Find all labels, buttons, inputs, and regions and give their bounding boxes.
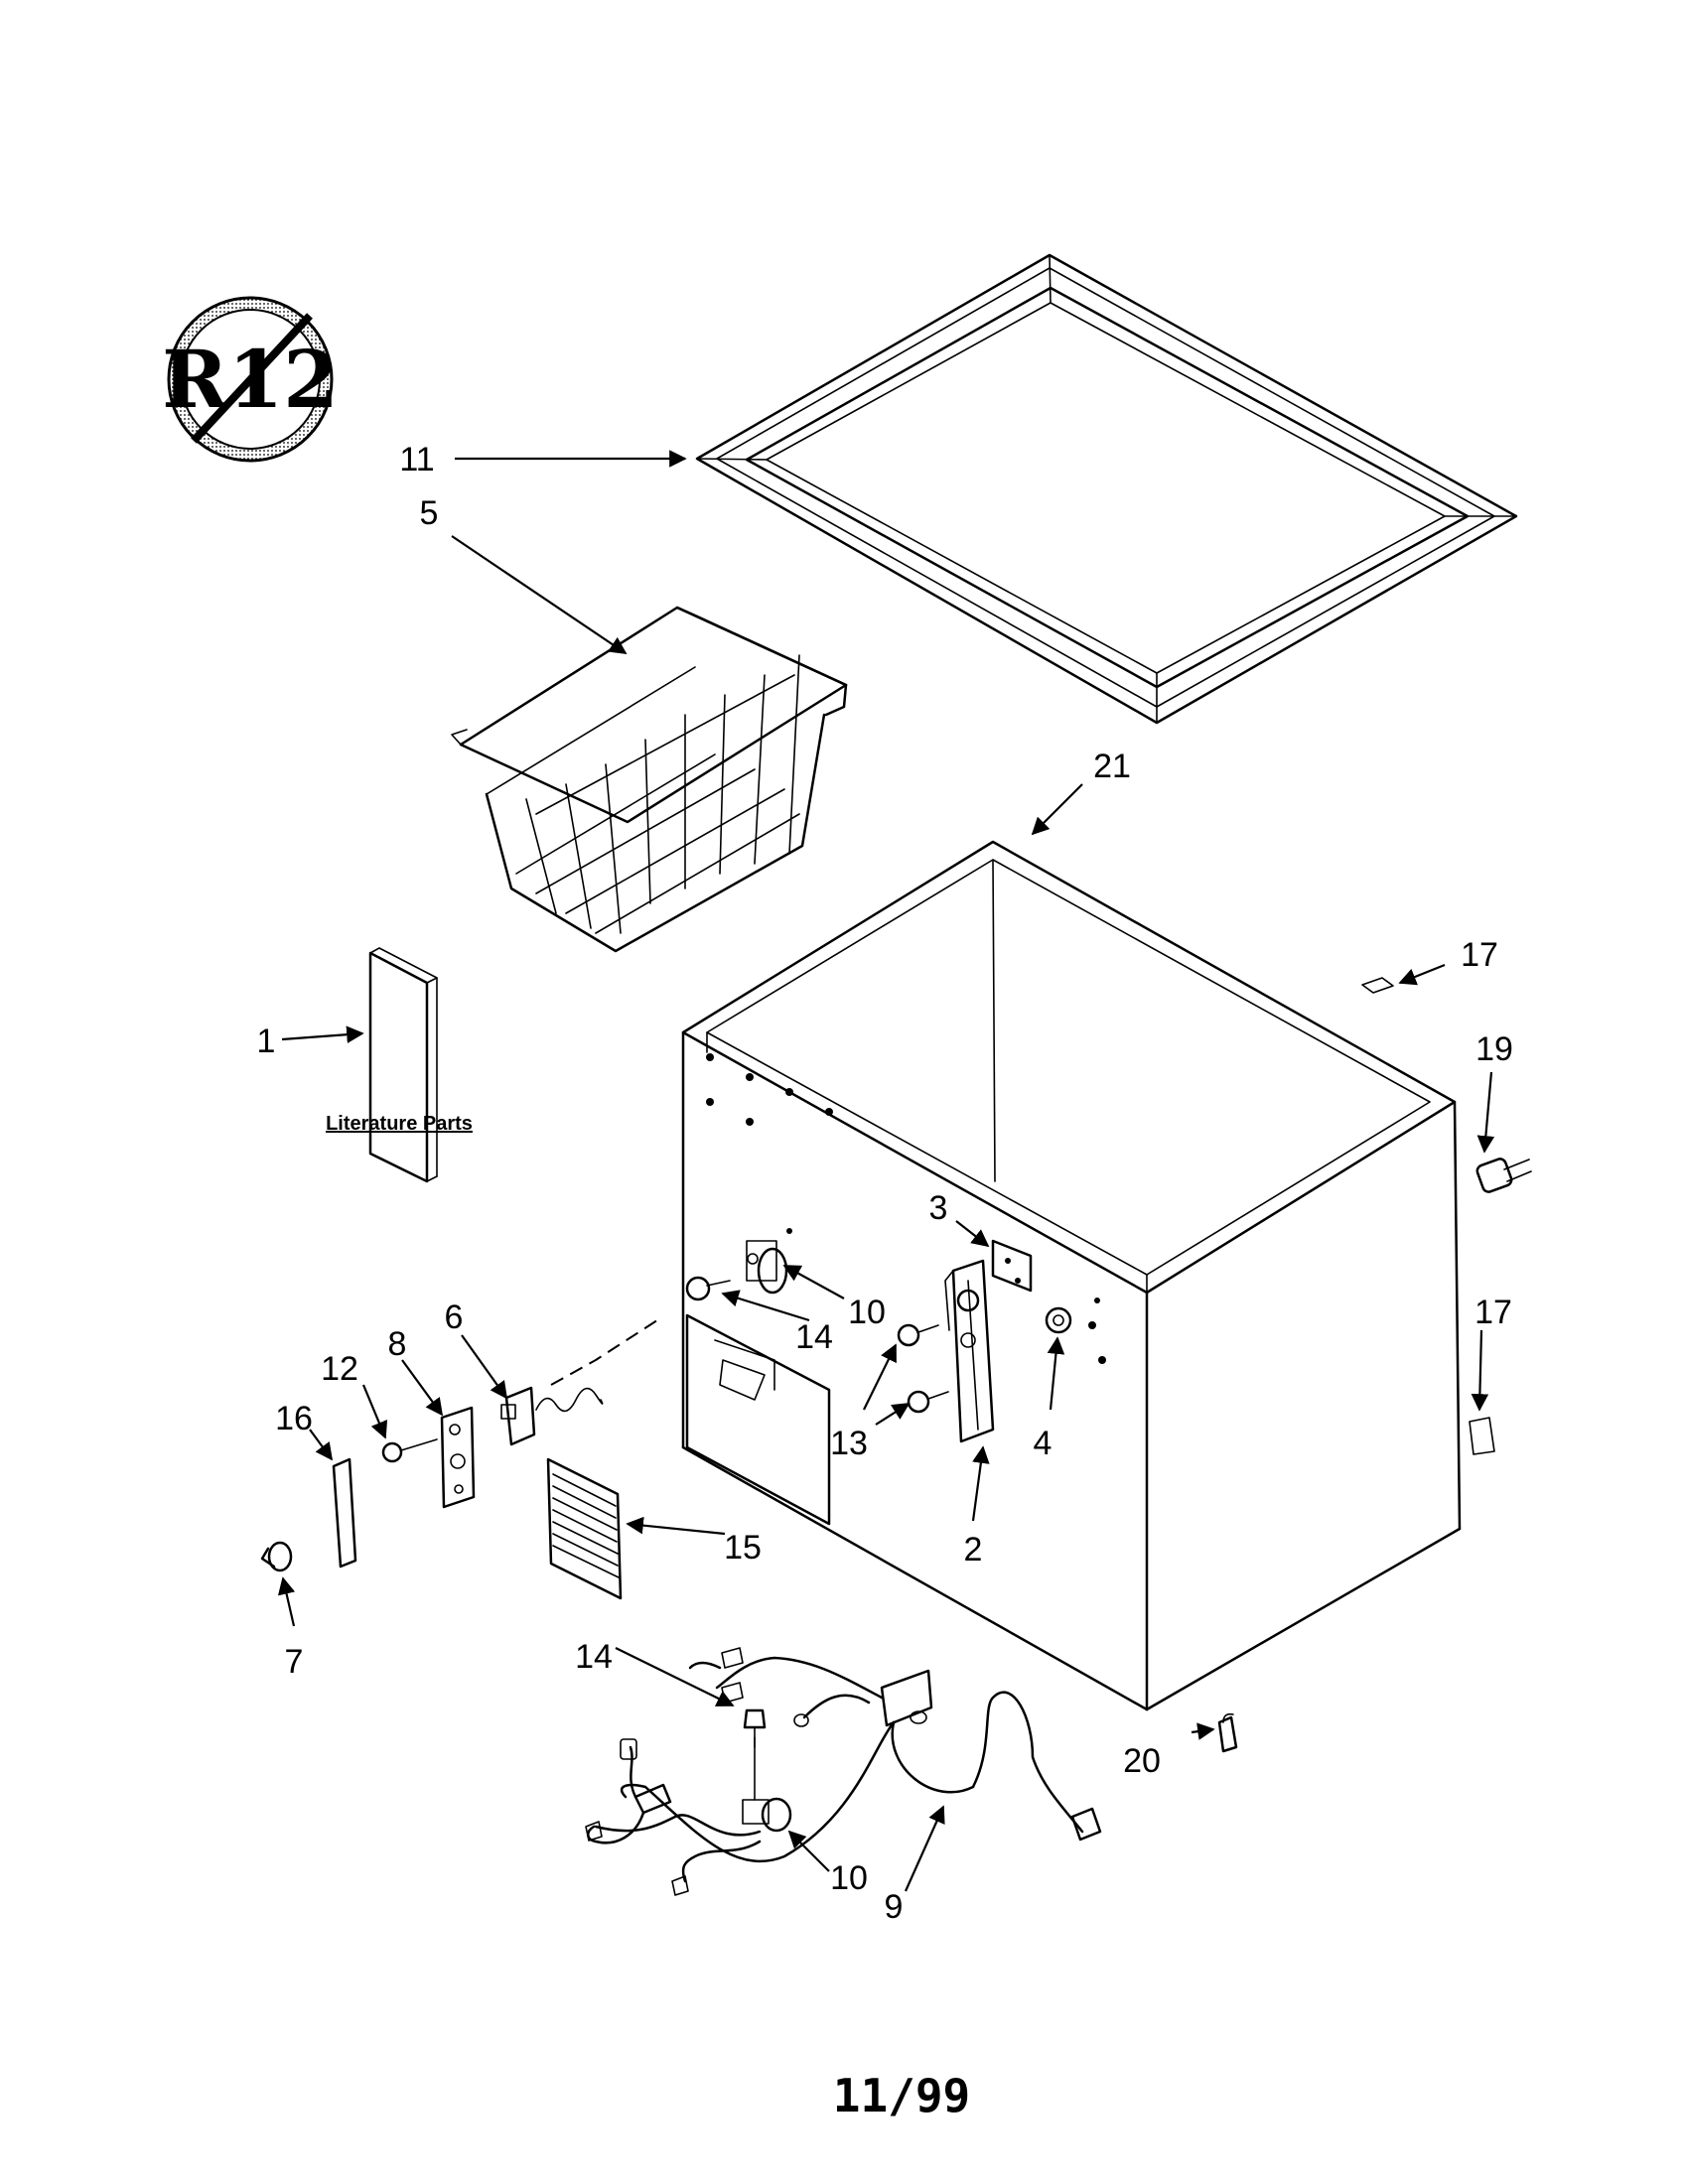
callout-16: 16 [275,1400,313,1437]
wiring-harness [585,1647,1102,1896]
callout-11: 11 [399,441,434,478]
callout-17-top: 17 [1461,936,1498,974]
capacitor-bracket-lower [742,1736,792,1833]
literature-booklet [368,947,438,1183]
callout-8: 8 [388,1325,407,1363]
knob [260,1541,293,1572]
callout-1: 1 [257,1023,276,1060]
part-17-label-side [1469,1417,1495,1455]
hinge [944,1259,995,1443]
screw-lower [743,1708,767,1748]
screw-upper [685,1276,731,1301]
callout-labels: 11 5 21 17 19 17 1 3 10 14 6 12 8 16 13 … [257,441,1513,1926]
callout-9: 9 [885,1888,904,1926]
callout-10-upper: 10 [848,1294,886,1331]
freezer-cabinet [681,840,1462,1711]
part-20-clip [1217,1712,1238,1753]
callout-14-upper: 14 [795,1318,833,1356]
capacitor-bracket-upper [746,1228,792,1295]
grille [546,1457,623,1600]
callout-5: 5 [420,494,439,532]
callout-19: 19 [1475,1030,1513,1068]
literature-parts-label: Literature Parts [326,1113,473,1135]
callout-12: 12 [321,1350,358,1388]
dashed-connection [550,1317,661,1386]
callout-3: 3 [929,1189,948,1227]
control-plate [440,1406,476,1509]
callout-10-lower: 10 [830,1859,868,1897]
callout-15: 15 [724,1529,762,1567]
door-gasket [695,253,1518,725]
hinge-bracket [991,1239,1033,1293]
callout-21: 21 [1093,748,1131,785]
no-r12-logo: R12 [162,296,339,463]
part-17-label-top [1361,977,1394,994]
part-4-nut [1045,1297,1100,1334]
callout-4: 4 [1034,1425,1052,1462]
screw-13 [897,1323,949,1414]
callout-17-side: 17 [1474,1294,1512,1331]
leader-arrows [277,450,1495,1892]
wire-basket [451,606,848,953]
callout-7: 7 [285,1643,304,1681]
callout-13: 13 [830,1425,868,1462]
part-16-strip [332,1457,357,1569]
part-19-grommet [1475,1158,1532,1193]
footer-code: 11/99 [833,2069,970,2122]
screw-12 [381,1438,438,1463]
callout-2: 2 [964,1531,983,1569]
callout-14-lower: 14 [575,1638,613,1676]
thermostat [500,1386,604,1446]
callout-20: 20 [1123,1742,1161,1780]
callout-6: 6 [445,1298,464,1336]
